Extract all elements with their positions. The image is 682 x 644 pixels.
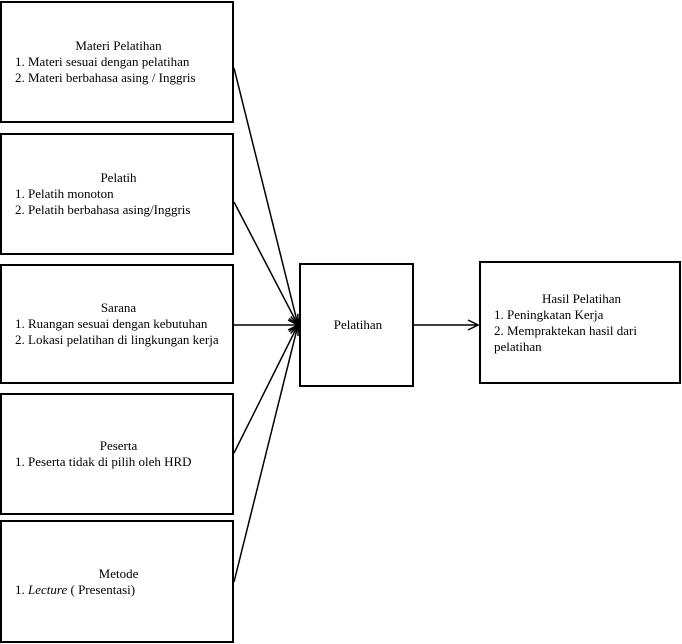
hasil-pelatihan-title: Hasil Pelatihan	[541, 290, 622, 306]
pelatih-box: Pelatih 1. Pelatih monoton 2. Pelatih be…	[0, 133, 234, 255]
arrow-materi-to-pelatihan	[233, 67, 298, 325]
sarana-item-2: 2. Lokasi pelatihan di lingkungan kerja	[15, 332, 219, 347]
metode-item-italic: Lecture	[28, 581, 68, 597]
metode-item-suffix: ( Presentasi)	[67, 581, 136, 597]
materi-item-2: 2. Materi berbahasa asing / Inggris	[15, 70, 196, 85]
materi-pelatihan-title: Materi Pelatihan	[75, 38, 162, 53]
peserta-box: Peserta 1. Peserta tidak di pilih oleh H…	[0, 393, 234, 515]
peserta-title: Peserta	[99, 438, 138, 453]
peserta-item-1: 1. Peserta tidak di pilih oleh HRD	[15, 454, 192, 469]
arrow-metode-to-pelatihan	[233, 325, 298, 583]
pelatihan-box: Pelatihan	[299, 263, 414, 387]
materi-item-1: 1. Materi sesuai dengan pelatihan	[15, 54, 190, 69]
arrow-peserta-to-pelatihan	[233, 325, 298, 454]
sarana-item-1: 1. Ruangan sesuai dengan kebutuhan	[15, 316, 208, 331]
sarana-box: Sarana 1. Ruangan sesuai dengan kebutuha…	[0, 264, 234, 384]
pelatih-title: Pelatih	[100, 170, 137, 185]
pelatih-item-1: 1. Pelatih monoton	[15, 186, 114, 201]
pelatihan-title: Pelatihan	[333, 317, 383, 332]
metode-box: Metode 1. Lecture ( Presentasi)	[0, 520, 234, 643]
metode-item-prefix: 1.	[15, 581, 28, 597]
pelatih-item-2: 2. Pelatih berbahasa asing/Inggris	[15, 202, 191, 217]
hasil-item-2: 2. Mempraktekan hasil dari pelatihan	[494, 322, 637, 354]
arrow-pelatih-to-pelatihan	[233, 201, 298, 325]
sarana-title: Sarana	[100, 300, 137, 315]
metode-item-1: 1. Lecture ( Presentasi)	[15, 582, 222, 598]
materi-pelatihan-box: Materi Pelatihan 1. Materi sesuai dengan…	[0, 1, 234, 123]
metode-title: Metode	[98, 565, 139, 581]
hasil-item-1: 1. Peningkatan Kerja	[494, 306, 604, 322]
hasil-pelatihan-box: Hasil Pelatihan 1. Peningkatan Kerja 2. …	[479, 261, 681, 384]
